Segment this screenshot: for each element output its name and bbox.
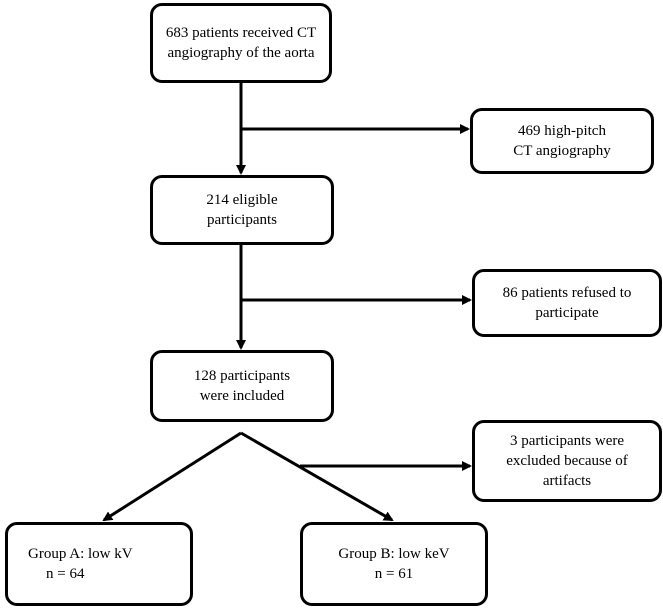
arrow-to-group-b bbox=[240, 431, 394, 522]
eligible-box: 214 eligible participants bbox=[150, 175, 334, 245]
eligible-line2: participants bbox=[207, 212, 277, 228]
included-box: 128 participants were included bbox=[150, 350, 334, 422]
group-b-line1: Group B: low keV bbox=[338, 546, 450, 562]
received-line2: angiography of the aorta bbox=[167, 45, 315, 61]
included-line1: 128 participants bbox=[193, 368, 291, 384]
arrow-to-group-a bbox=[102, 431, 242, 522]
group-a-line1: Group A: low kV bbox=[28, 546, 133, 562]
received-line1: 683 patients received CT bbox=[165, 25, 317, 41]
excluded-line1: 3 participants were bbox=[509, 433, 625, 449]
high-pitch-box: 469 high-pitch CT angiography bbox=[470, 108, 654, 174]
refused-box: 86 patients refused to participate bbox=[472, 269, 662, 337]
excluded-line3: artifacts bbox=[542, 473, 592, 489]
eligible-line1: 214 eligible bbox=[206, 192, 278, 208]
group-b-line2: n = 61 bbox=[374, 566, 414, 582]
excluded-box: 3 participants were excluded because of … bbox=[472, 420, 662, 502]
received-ct-box: 683 patients received CT angiography of … bbox=[150, 3, 332, 83]
group-a-box: Group A: low kV n = 64 bbox=[5, 522, 193, 606]
group-a-line2: n = 64 bbox=[46, 566, 85, 582]
excluded-line2: excluded because of bbox=[506, 453, 628, 469]
high-pitch-line2: CT angiography bbox=[513, 143, 611, 159]
group-b-box: Group B: low keV n = 61 bbox=[300, 522, 488, 606]
high-pitch-line1: 469 high-pitch bbox=[518, 123, 606, 139]
included-line2: were included bbox=[199, 388, 285, 404]
refused-line2: participate bbox=[535, 305, 599, 321]
refused-line1: 86 patients refused to bbox=[502, 285, 632, 301]
